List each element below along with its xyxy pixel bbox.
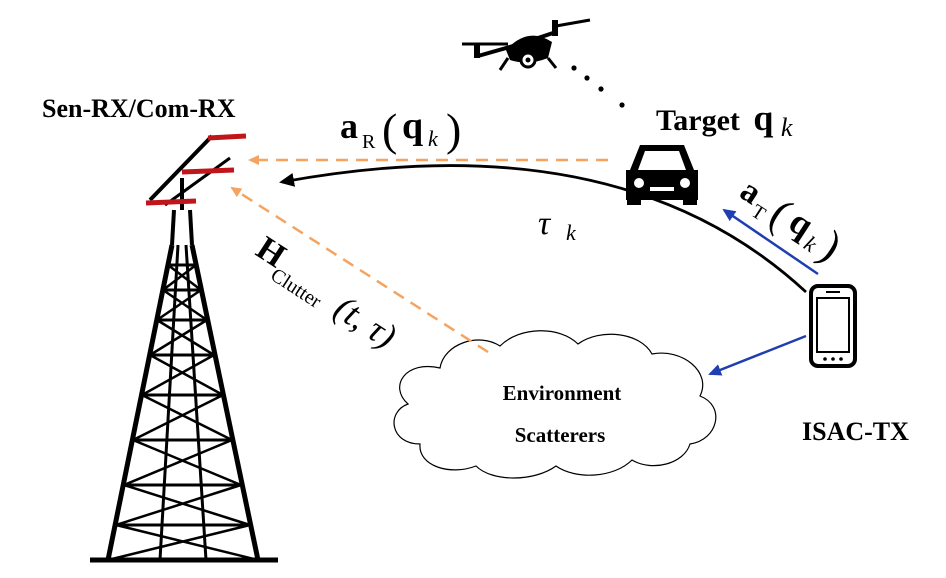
cloud-icon: [393, 330, 717, 479]
svg-text:τ: τ: [538, 205, 552, 242]
svg-text:(t, τ): (t, τ): [327, 287, 403, 356]
tx-to-scatterers-arrow: [708, 334, 807, 376]
transmitter-label: ISAC-TX: [802, 417, 909, 446]
scatterers-label-line1: Environment: [503, 381, 622, 405]
delay-label: τ k: [538, 205, 577, 245]
svg-text:): ): [811, 222, 850, 271]
tx-to-target-arrow: [722, 208, 819, 276]
svg-text:): ): [446, 104, 461, 155]
svg-text:k: k: [566, 220, 577, 245]
clutter-arrow: [230, 186, 489, 354]
svg-text:a: a: [340, 106, 358, 146]
svg-text:(: (: [382, 104, 397, 155]
target-label: Target q k: [656, 98, 793, 142]
drone-icon: [462, 18, 591, 71]
phone-icon: [809, 284, 857, 368]
drone-trajectory-dots: [571, 65, 625, 108]
svg-text:q: q: [402, 105, 423, 147]
scatterers-label-line2: Scatterers: [515, 423, 606, 447]
tower-icon: [90, 133, 278, 563]
car-icon: [626, 145, 698, 205]
communication-link-curve: [279, 164, 807, 294]
receiver-label: Sen-RX/Com-RX: [42, 94, 236, 123]
steering-vector-rx-label: a R ( q k ): [340, 104, 461, 155]
svg-text:k: k: [428, 126, 439, 151]
svg-text:R: R: [362, 131, 376, 153]
svg-text:Clutter: Clutter: [267, 264, 326, 313]
clutter-channel-label: H Clutter (t, τ): [250, 230, 404, 356]
